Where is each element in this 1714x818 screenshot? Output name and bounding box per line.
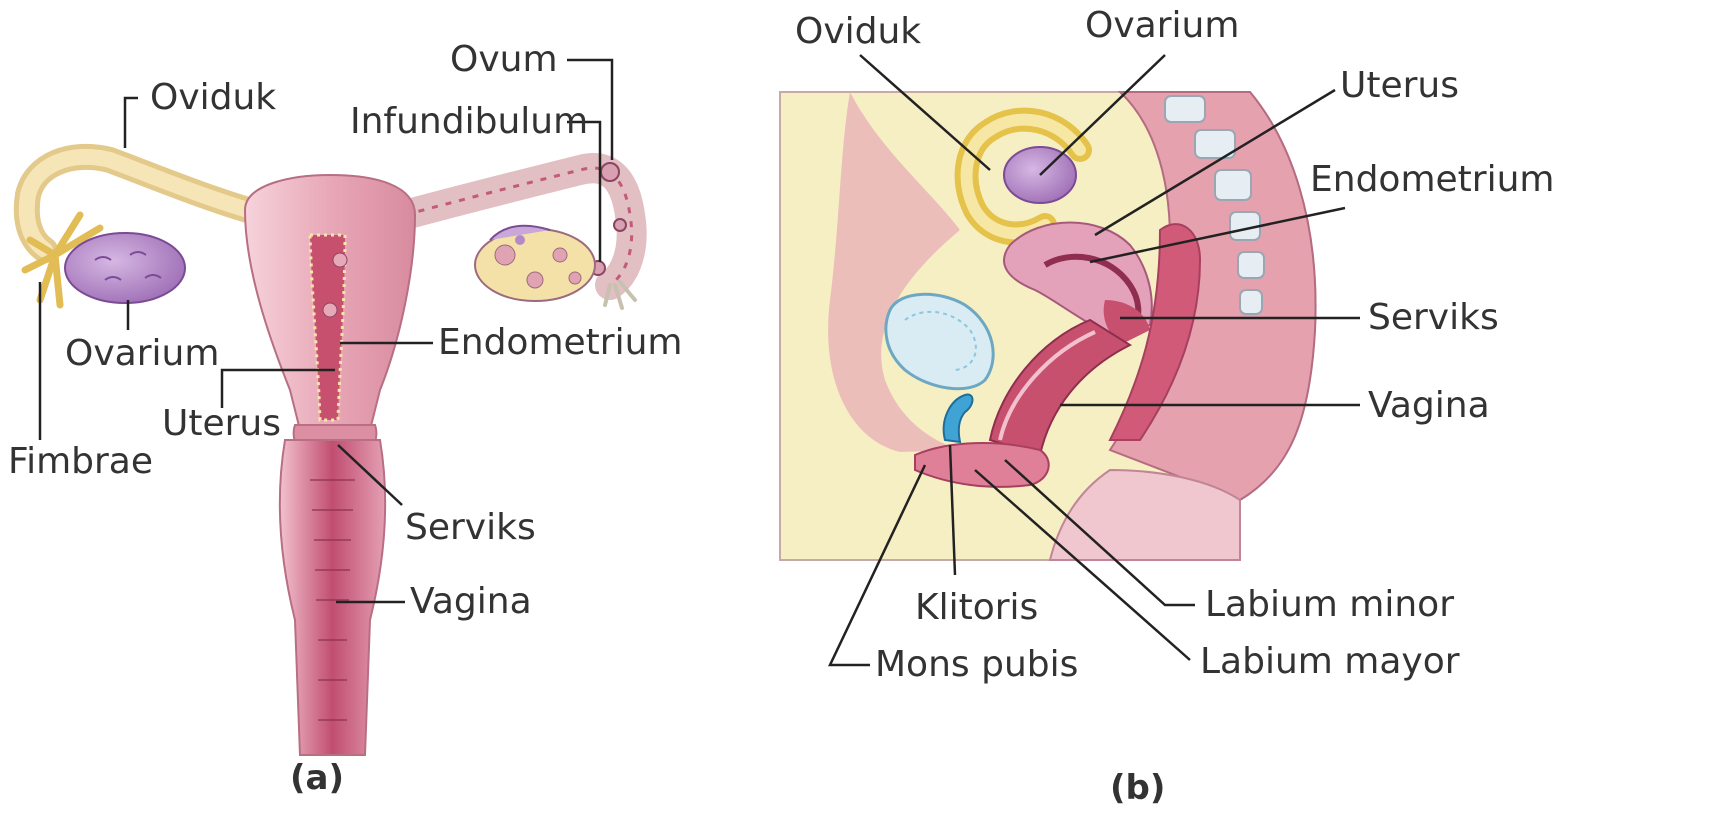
caption-b: (b) [1110, 768, 1165, 808]
label-a-fimbrae: Fimbrae [8, 442, 153, 482]
label-b-klitoris: Klitoris [915, 588, 1038, 628]
caption-a: (a) [290, 758, 344, 798]
label-a-serviks: Serviks [405, 508, 536, 548]
label-b-labium-mayor: Labium mayor [1200, 642, 1460, 682]
label-b-mons-pubis: Mons pubis [875, 645, 1078, 685]
label-b-ovarium: Ovarium [1085, 6, 1239, 46]
left-ovary [65, 233, 185, 303]
label-b-serviks: Serviks [1368, 298, 1499, 338]
label-b-labium-minor: Labium minor [1205, 585, 1454, 625]
label-a-ovarium: Ovarium [65, 334, 219, 374]
label-b-oviduk: Oviduk [795, 12, 921, 52]
vagina-tube [280, 440, 385, 755]
panel-b-illustration [780, 92, 1316, 560]
label-b-endometrium: Endometrium [1310, 160, 1554, 200]
label-a-infundibulum: Infundibulum [350, 102, 588, 142]
right-ovary [475, 229, 595, 301]
label-a-uterus: Uterus [162, 404, 281, 444]
label-b-uterus: Uterus [1340, 66, 1459, 106]
label-a-endometrium: Endometrium [438, 323, 682, 363]
label-a-ovum: Ovum [450, 40, 558, 80]
label-a-oviduk: Oviduk [150, 78, 276, 118]
label-b-vagina: Vagina [1368, 386, 1490, 426]
label-a-vagina: Vagina [410, 582, 532, 622]
